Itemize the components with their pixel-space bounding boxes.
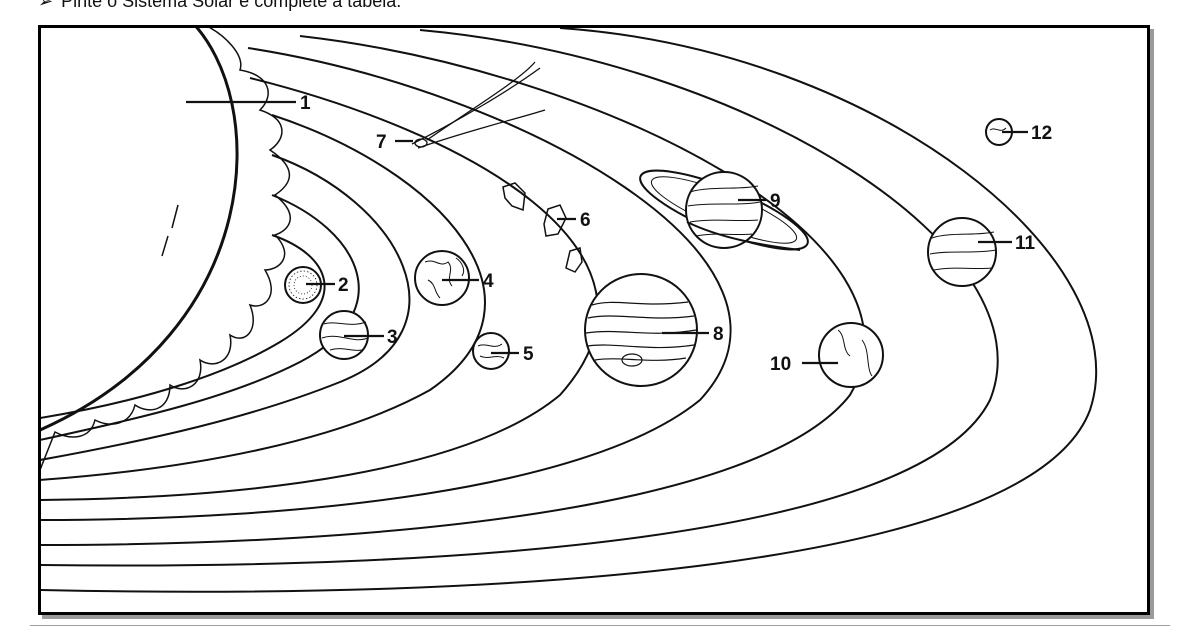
label-sun: 1 <box>300 93 311 114</box>
label-saturn: 9 <box>770 191 781 212</box>
comet-icon <box>411 61 546 149</box>
label-jupiter: 8 <box>713 324 724 345</box>
diagram-frame <box>38 25 1150 615</box>
uranus-icon <box>818 322 884 388</box>
sun-corona <box>41 28 291 470</box>
label-asteroids: 6 <box>580 210 591 231</box>
asteroids-icon <box>502 182 583 273</box>
arrow-bullet-icon: ➢ <box>38 0 54 11</box>
mars-icon <box>472 332 510 370</box>
label-mercury: 2 <box>338 275 349 296</box>
label-neptune: 11 <box>1015 233 1036 254</box>
label-comet: 7 <box>376 132 387 153</box>
leader-lines <box>186 100 1028 365</box>
label-venus: 3 <box>387 327 398 348</box>
sun-surface-marks <box>161 204 179 257</box>
label-pluto: 12 <box>1031 123 1052 144</box>
page-divider <box>30 625 1170 626</box>
orbit-lines <box>41 28 1098 593</box>
earth-icon <box>414 250 470 306</box>
neptune-icon <box>927 217 997 287</box>
label-mars: 5 <box>523 344 534 365</box>
jupiter-icon <box>584 273 698 387</box>
instruction-text: ➢ Pinte o Sistema Solar e complete a tabe… <box>38 0 401 12</box>
sun-edge <box>41 28 239 432</box>
instruction-label: Pinte o Sistema Solar e complete a tabel… <box>61 0 402 11</box>
label-earth: 4 <box>483 271 494 292</box>
saturn-icon <box>639 169 809 251</box>
label-uranus: 10 <box>770 354 791 375</box>
